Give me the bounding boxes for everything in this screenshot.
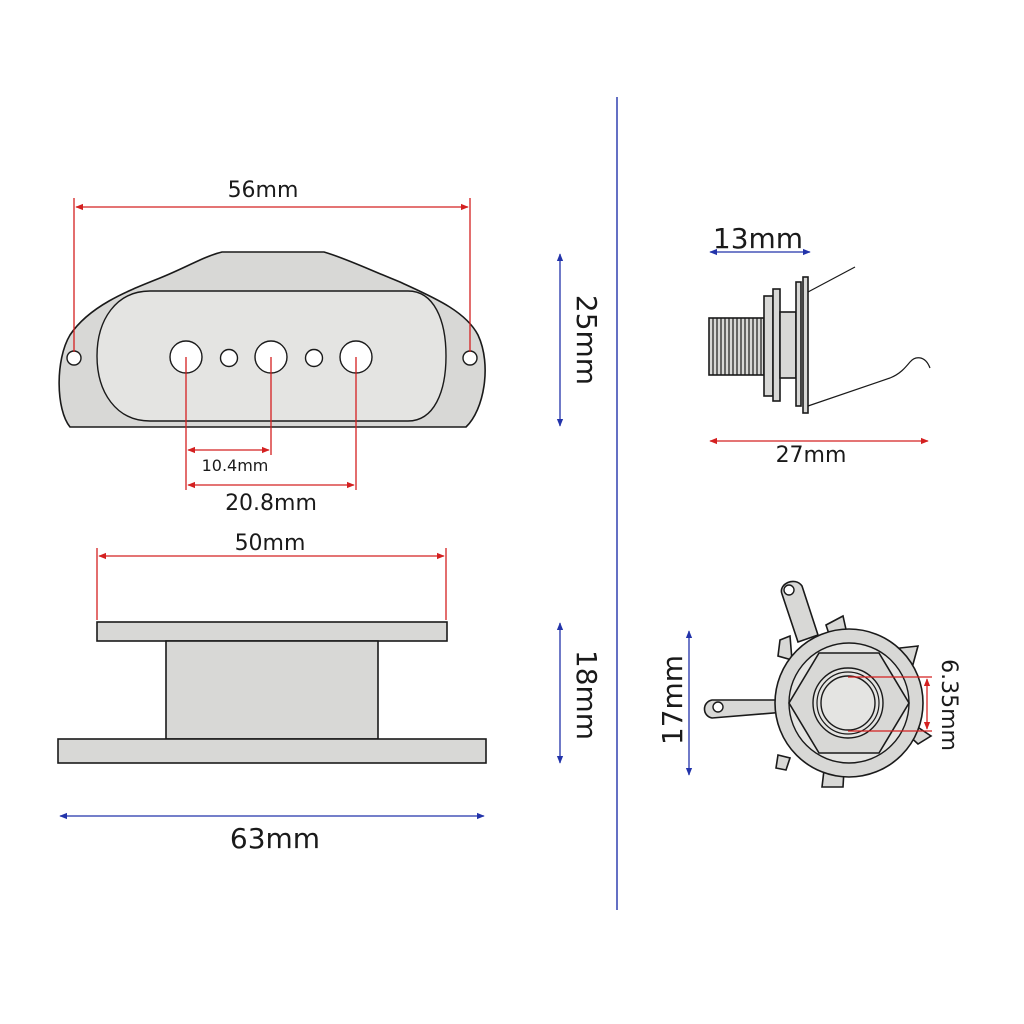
jack-plate-1 [795, 281, 802, 407]
mounting-hole-right [462, 350, 478, 366]
jack-socket-inner [820, 675, 876, 731]
jack-nut [763, 295, 774, 397]
dim-base-top-width: 50mm [96, 531, 447, 620]
pickup-base-plate [57, 738, 487, 764]
jack-tip-contact [807, 266, 856, 293]
jack-body [779, 311, 797, 379]
dim-base-bottom-width: 63mm [59, 812, 485, 855]
dim-jack-thread-length: 13mm [709, 222, 811, 256]
dim-jack-diameter: 17mm [656, 630, 693, 776]
label-pole-spacing-single: 10.4mm [202, 456, 269, 475]
pole-screw-2 [304, 348, 324, 368]
label-jack-thread-length: 13mm [713, 222, 803, 255]
label-base-top-width: 50mm [235, 531, 306, 556]
jack-tab-6 [775, 754, 792, 771]
pickup-top-plate [96, 621, 448, 642]
pickup-top-view [58, 251, 486, 428]
dim-pickup-height: 25mm [556, 253, 603, 427]
jack-side-view [708, 266, 931, 414]
label-base-bottom-width: 63mm [230, 822, 320, 855]
jack-top-lug [780, 580, 820, 644]
pickup-side-view [57, 621, 487, 764]
jack-tab-1 [777, 634, 793, 662]
dim-jack-total-length: 27mm [709, 437, 929, 468]
pickup-coil-body [165, 640, 379, 740]
label-jack-plug-size: 6.35mm [936, 659, 961, 751]
label-jack-total-length: 27mm [776, 443, 847, 468]
label-base-height: 18mm [570, 650, 603, 740]
jack-plate-2 [802, 276, 809, 414]
label-pole-spacing-double: 20.8mm [225, 491, 317, 516]
dim-jack-plug-size: 6.35mm [848, 659, 961, 751]
jack-side-lug-hole [712, 701, 724, 713]
dim-base-height: 18mm [556, 622, 603, 764]
label-pickup-width: 56mm [228, 178, 299, 203]
jack-side-lug [703, 699, 786, 719]
jack-thread-lines [712, 318, 762, 375]
label-jack-diameter: 17mm [656, 655, 689, 745]
dim-pickup-width: 56mm [73, 178, 471, 352]
mounting-hole-left [66, 350, 82, 366]
jack-sleeve-contact [807, 357, 931, 407]
jack-socket-rim [816, 671, 880, 735]
jack-front-view [703, 580, 933, 788]
jack-top-lug-hole [783, 584, 795, 596]
jack-washer [772, 288, 781, 402]
label-pickup-height: 25mm [570, 295, 603, 385]
pole-screw-1 [219, 348, 239, 368]
dim-pole-spacing: 10.4mm 20.8mm [185, 357, 357, 516]
